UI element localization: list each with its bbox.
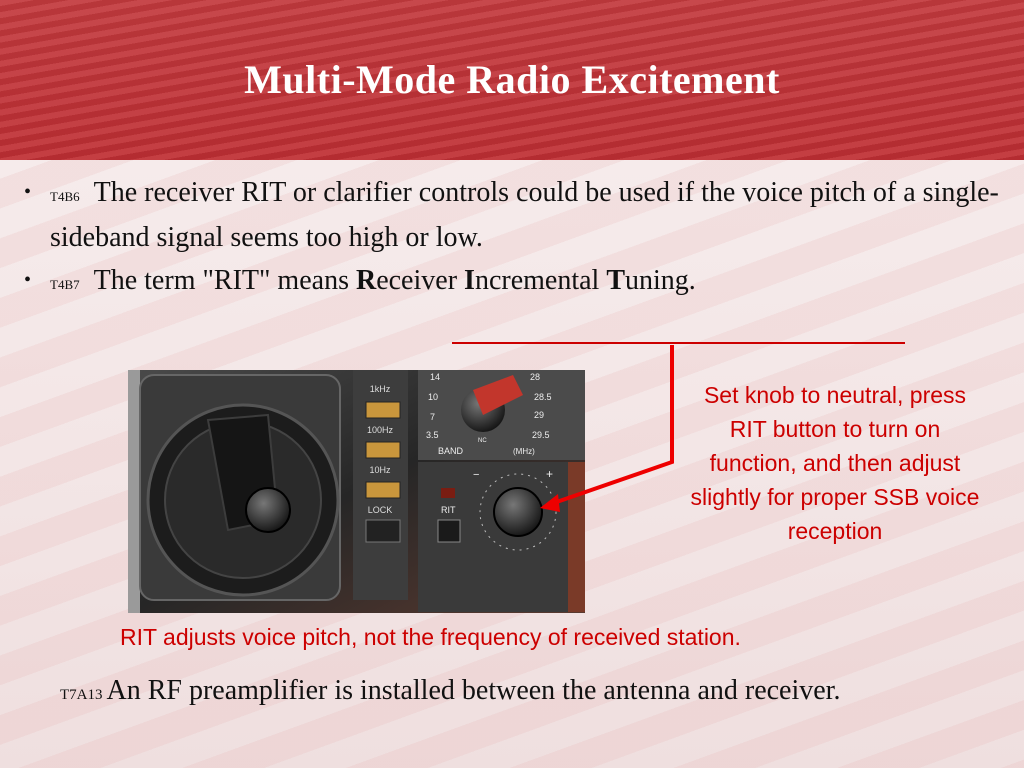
acronym-rest-t: uning. — [625, 265, 696, 296]
footer-text: An RF preamplifier is installed between … — [106, 675, 841, 706]
radio-photo: 1kHz 100Hz 10Hz LOCK 14 10 7 3.5 28 28.5… — [128, 370, 585, 613]
note-text: RIT adjusts voice pitch, not the frequen… — [120, 624, 741, 650]
question-code: T7A13 — [60, 687, 103, 703]
bullet-dot: • — [24, 269, 32, 291]
acronym-letter-i: I — [464, 265, 475, 296]
rit-label: RIT — [441, 505, 456, 515]
band-label: BAND — [438, 446, 464, 456]
rit-plus: + — [546, 467, 553, 481]
rit-minus: − — [473, 469, 479, 481]
bullet-text: The term "RIT" means — [93, 265, 356, 296]
acronym-rest-r: eceiver — [376, 265, 465, 296]
band-7: 7 — [430, 412, 435, 422]
acronym-letter-t: T — [606, 265, 625, 296]
acronym-letter-r: R — [355, 265, 377, 296]
band-28-5: 28.5 — [534, 392, 552, 402]
question-code: T4B7 — [50, 277, 80, 292]
label-1khz: 1kHz — [370, 384, 391, 394]
bullet-item-t4b7: • T4B7 The term "RIT" means Receiver Incr… — [24, 260, 1004, 305]
band-28: 28 — [530, 372, 540, 382]
acronym-rest-i: ncremental — [474, 265, 607, 296]
band-3-5: 3.5 — [426, 430, 439, 440]
slide-title: Multi-Mode Radio Excitement — [244, 57, 780, 102]
band-29: 29 — [534, 410, 544, 420]
question-code: T4B6 — [50, 189, 80, 204]
step-buttons: 1kHz 100Hz 10Hz LOCK — [353, 370, 408, 600]
band-14: 14 — [430, 372, 440, 382]
rit-knob — [493, 487, 543, 537]
band-10: 10 — [428, 392, 438, 402]
bullet-dot: • — [24, 181, 32, 203]
bullet-text: The receiver RIT or clarifier controls c… — [50, 177, 999, 253]
band-29-5: 29.5 — [532, 430, 550, 440]
label-lock: LOCK — [368, 505, 393, 515]
callout-text: Set knob to neutral, press RIT button to… — [690, 382, 980, 544]
label-100hz: 100Hz — [367, 425, 394, 435]
title-banner: Multi-Mode Radio Excitement — [0, 0, 1024, 160]
label-10hz: 10Hz — [369, 465, 391, 475]
mhz-label: (MHz) — [513, 447, 535, 456]
band-nc: NC — [478, 438, 487, 444]
